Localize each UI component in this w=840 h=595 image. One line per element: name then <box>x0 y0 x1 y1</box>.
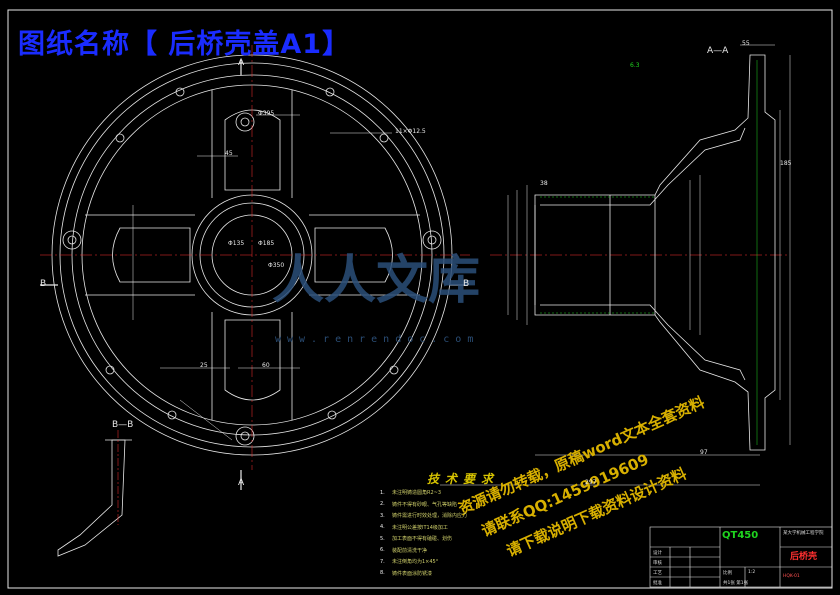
dim-55: 55 <box>742 40 750 47</box>
dim-45: 45 <box>225 150 233 157</box>
tech-item: 8.铸件表面涂防锈漆 <box>380 570 433 577</box>
dim-97: 97 <box>700 449 708 456</box>
tb-scale-value: 1:2 <box>748 570 756 575</box>
drawing-border <box>7 9 833 589</box>
section-aa-view <box>534 54 776 451</box>
cut-b-right: B <box>463 279 470 289</box>
tech-item: 7.未注倒角均为1×45° <box>380 558 439 566</box>
watermark-site: www.renrendoc.com <box>275 334 480 345</box>
dim-297: 297 <box>585 479 597 486</box>
cut-lines <box>40 60 468 490</box>
cut-b-left: B <box>40 279 47 289</box>
tb-row-design: 设计 <box>653 551 662 556</box>
section-hatch <box>540 60 758 445</box>
watermark-logo: 人人文库 <box>272 250 481 311</box>
tb-scale-label: 比例 <box>723 571 732 576</box>
title-block-grid <box>649 526 833 588</box>
tb-part-name: 后桥壳 <box>790 552 818 562</box>
tb-sheet: 共1张 第1张 <box>723 581 749 586</box>
roughness-mark: 6.3 <box>630 62 640 69</box>
cut-a-top: A <box>238 58 245 68</box>
tb-university: 某大学机械工程学院 <box>783 531 824 536</box>
dim-bolt-circle: Φ395 <box>258 110 275 117</box>
section-bb-view <box>57 430 132 557</box>
tech-item: 5.加工表面不得有磕碰、划伤 <box>380 535 453 543</box>
dim-38: 38 <box>540 180 548 187</box>
dim-185: 185 <box>780 160 792 167</box>
drawing-title: 图纸名称【 后桥壳盖A1】 <box>18 29 351 60</box>
dim-25: 25 <box>200 362 208 369</box>
section-bb-label: B—B <box>112 420 134 430</box>
dim-60: 60 <box>262 362 270 369</box>
tech-item: 6.装配前清洗干净 <box>380 547 428 554</box>
tb-row-approve: 批准 <box>653 581 662 586</box>
tb-row-review: 审核 <box>653 561 662 566</box>
tech-item: 1.未注明铸造圆角R2~3 <box>380 489 442 497</box>
tb-drawing-no: HQK-01 <box>783 574 800 579</box>
tb-row-process: 工艺 <box>653 571 662 576</box>
centerlines <box>40 45 790 470</box>
dim-inner-1: Φ135 <box>228 240 245 247</box>
dim-holes: 11×Φ12.5 <box>395 128 426 135</box>
front-dimension-lines <box>132 114 392 441</box>
section-dimension-lines <box>440 44 791 486</box>
tech-item: 2.铸件不得有砂眼、气孔等缺陷 <box>380 501 458 508</box>
tech-item: 4.未注明公差按IT14级加工 <box>380 524 448 531</box>
dim-inner-2: Φ185 <box>258 240 275 247</box>
tech-requirements-title: 技术要求 <box>427 472 500 486</box>
tech-requirements-list: 1.未注明铸造圆角R2~3 2.铸件不得有砂眼、气孔等缺陷 3.铸件需进行时效处… <box>380 487 530 579</box>
cut-a-bottom: A <box>238 478 245 488</box>
tb-material: QT450 <box>722 530 759 541</box>
section-aa-label: A—A <box>707 46 729 56</box>
dim-pcd: Φ350 <box>268 262 285 269</box>
tech-item: 3.铸件需进行时效处理，消除内应力 <box>380 512 468 520</box>
